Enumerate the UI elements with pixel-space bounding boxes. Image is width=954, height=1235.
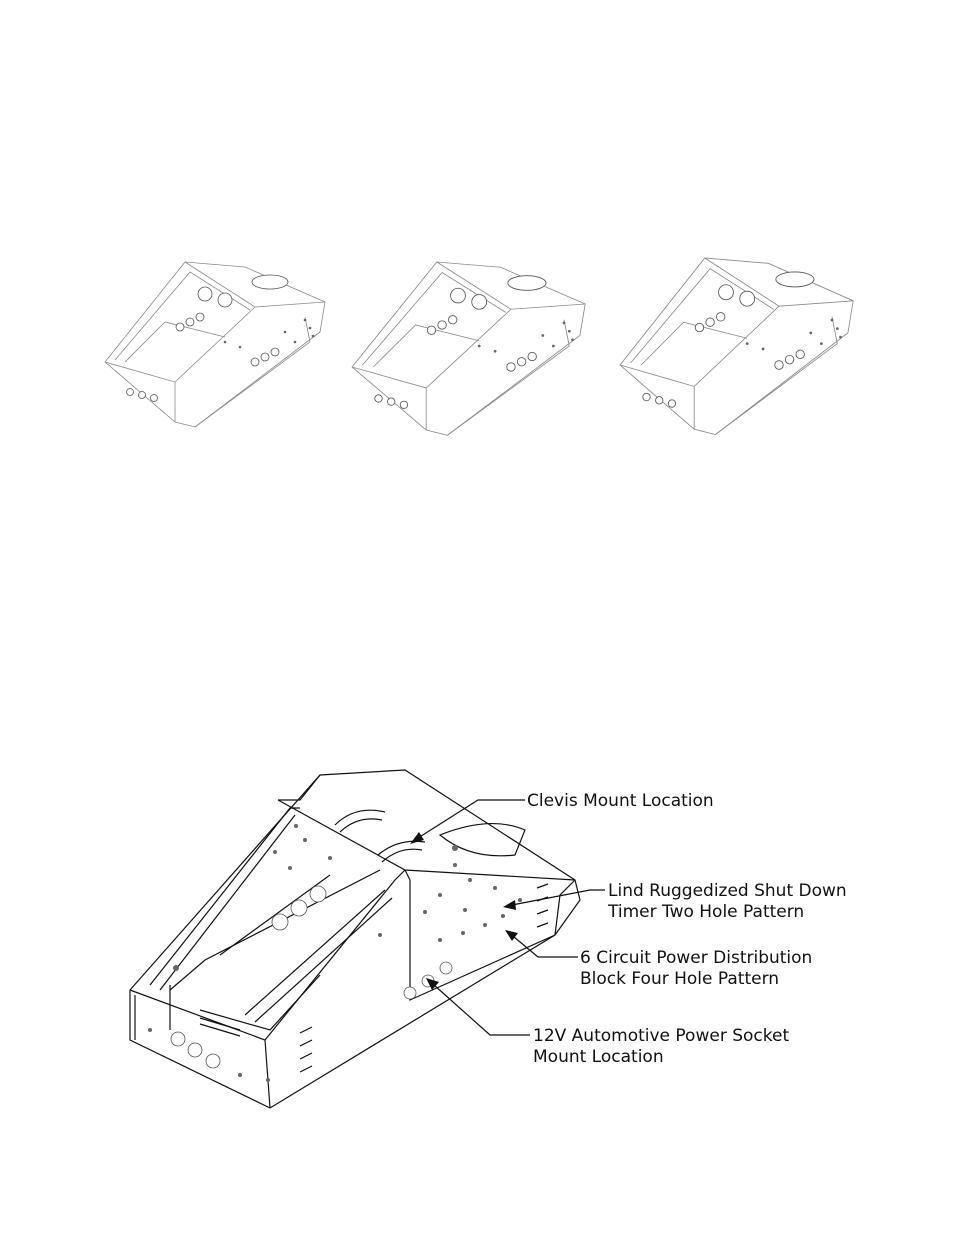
leader-power-distribution <box>505 930 578 958</box>
thumbnail-variant-3 <box>619 257 854 436</box>
callout-socket-line-1: 12V Automotive Power Socket <box>533 1026 789 1046</box>
callout-shutdown-timer: Lind Ruggedized Shut Down Timer Two Hole… <box>607 881 852 922</box>
callout-clevis-mount: Clevis Mount Location <box>527 791 714 811</box>
callout-clevis-line-1: Clevis Mount Location <box>527 791 714 811</box>
leader-clevis <box>410 799 525 844</box>
thumbnail-variant-2 <box>351 261 586 436</box>
callout-distribution-line-2: Block Four Hole Pattern <box>580 969 779 989</box>
thumbnail-variant-1 <box>104 261 326 428</box>
leader-timer <box>503 889 605 910</box>
callout-distribution-line-1: 6 Circuit Power Distribution <box>580 948 812 968</box>
callout-timer-line-2: Timer Two Hole Pattern <box>607 902 804 922</box>
callout-timer-line-1: Lind Ruggedized Shut Down <box>608 881 847 901</box>
callout-power-distribution: 6 Circuit Power Distribution Block Four … <box>580 948 818 989</box>
callout-socket-line-2: Mount Location <box>533 1047 664 1067</box>
callout-power-socket: 12V Automotive Power Socket Mount Locati… <box>533 1026 795 1067</box>
main-console-drawing <box>129 769 581 1109</box>
leader-power-socket <box>426 978 530 1036</box>
